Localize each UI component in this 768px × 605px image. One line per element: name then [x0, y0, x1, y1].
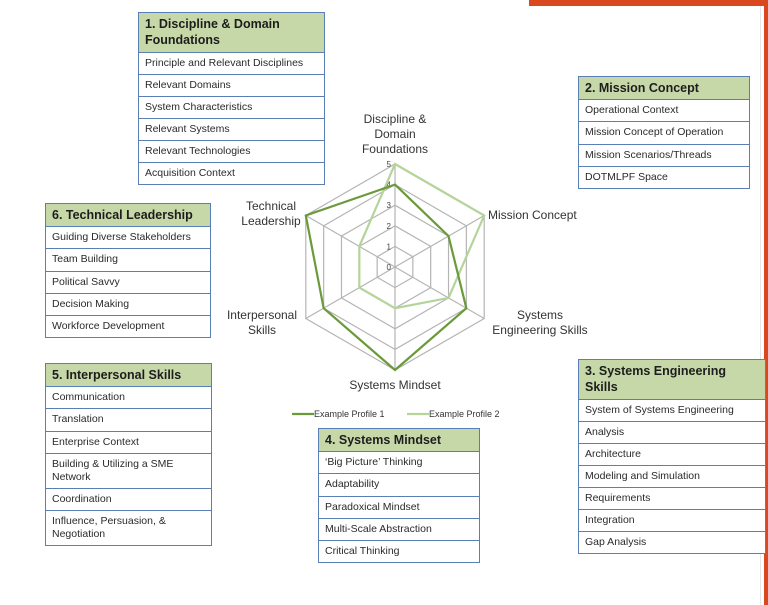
tick-label: 4: [387, 181, 392, 190]
table-row: Paradoxical Mindset: [319, 497, 479, 519]
table-row: Translation: [46, 409, 211, 432]
table-row: DOTMLPF Space: [585, 170, 668, 183]
grid-spoke: [305, 214, 396, 268]
axis-label: Mission Concept: [488, 208, 577, 222]
table-header: 5. Interpersonal Skills: [46, 364, 211, 388]
frame-accent-top: [529, 0, 768, 6]
table-row: Mission Scenarios/Threads: [579, 145, 749, 167]
table-row: ‘Big Picture’ Thinking: [319, 452, 479, 475]
table-row: Relevant Technologies: [139, 141, 324, 164]
legend-label: Example Profile 1: [314, 409, 385, 419]
table-header: 6. Technical Leadership: [46, 204, 210, 228]
table-technical-leadership: 6. Technical Leadership Guiding Diverse …: [45, 203, 211, 338]
legend-label: Example Profile 2: [429, 409, 500, 419]
tick-label: 0: [387, 263, 392, 272]
grid-spoke: [305, 266, 396, 320]
table-header: 1. Discipline & Domain Foundations: [139, 13, 324, 53]
grid-spoke: [394, 214, 485, 268]
tick-label: 1: [387, 242, 392, 251]
table-row: Analysis: [579, 422, 765, 444]
frame-inner-line: [760, 6, 761, 605]
series-2-line: [358, 162, 486, 310]
table-row: Guiding Diverse Stakeholders: [46, 227, 210, 250]
table-row: Building & Utilizing a SME Network: [46, 454, 211, 489]
table-row: Modeling and Simulation: [579, 466, 765, 488]
tick-label: 5: [387, 160, 392, 169]
table-row: Gap Analysis: [585, 536, 647, 549]
table-row: Workforce Development: [52, 319, 165, 332]
table-row: Adaptability: [319, 474, 479, 497]
tick-label: 2: [387, 222, 392, 231]
table-row: Architecture: [579, 444, 765, 466]
table-row: Integration: [579, 510, 765, 533]
table-row: System Characteristics: [139, 97, 324, 119]
table-mission-concept: 2. Mission Concept Operational Context M…: [578, 76, 750, 189]
table-interpersonal-skills: 5. Interpersonal Skills Communication Tr…: [45, 363, 212, 547]
table-systems-engineering-skills: 3. Systems Engineering Skills System of …: [578, 359, 766, 555]
table-row: Coordination: [46, 489, 211, 511]
series-1-line: [304, 183, 468, 372]
table-systems-mindset: 4. Systems Mindset ‘Big Picture’ Thinkin…: [318, 428, 480, 563]
table-row: Relevant Domains: [139, 75, 324, 97]
table-row: Operational Context: [579, 100, 749, 123]
table-row: System of Systems Engineering: [579, 400, 765, 422]
table-header: 4. Systems Mindset: [319, 429, 479, 453]
axis-label: Systems Mindset: [349, 378, 441, 392]
table-header: 2. Mission Concept: [579, 77, 749, 101]
table-row: Political Savvy: [46, 272, 210, 294]
table-row: Team Building: [46, 249, 210, 272]
frame-accent-right: [764, 0, 768, 605]
table-row: Enterprise Context: [46, 432, 211, 454]
table-header: 3. Systems Engineering Skills: [579, 360, 765, 400]
table-row: Relevant Systems: [139, 119, 324, 141]
table-row: Decision Making: [46, 294, 210, 316]
table-row: Multi-Scale Abstraction: [319, 519, 479, 541]
table-row: Critical Thinking: [325, 544, 400, 557]
table-row: Principle and Relevant Disciplines: [139, 53, 324, 75]
tick-label: 3: [387, 201, 392, 210]
table-row: Mission Concept of Operation: [579, 122, 749, 145]
grid-spoke: [394, 266, 485, 320]
table-row: Acquisition Context: [145, 167, 235, 180]
table-row: Communication: [46, 387, 211, 410]
table-row: Influence, Persuasion, & Negotiation: [52, 515, 166, 541]
table-row: Requirements: [579, 488, 765, 511]
table-discipline-domain-foundations: 1. Discipline & Domain Foundations Princ…: [138, 12, 325, 186]
